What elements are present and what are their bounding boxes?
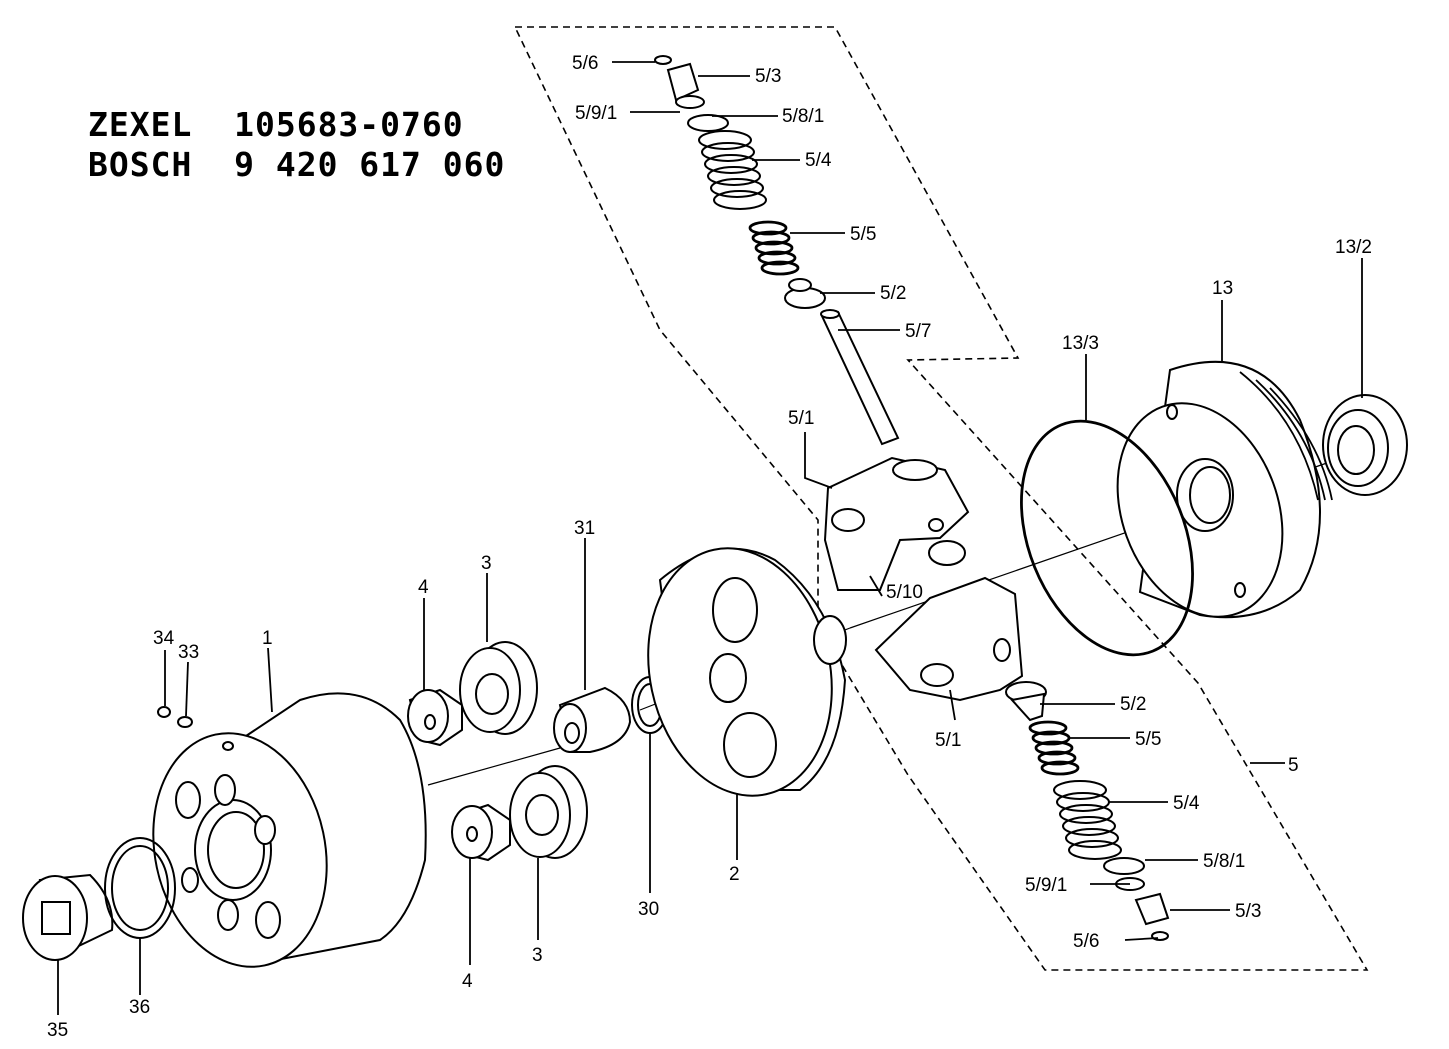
label-3-bottom: 3 <box>532 945 543 966</box>
label-34: 34 <box>153 628 175 649</box>
label-5-1-top: 5/1 <box>788 408 814 429</box>
label-5-9-1-top: 5/9/1 <box>575 103 617 124</box>
roller-holder-lower <box>874 576 1024 702</box>
header-line-1: ZEXEL 105683-0760 <box>88 108 464 141</box>
label-5-6-top: 5/6 <box>572 53 598 74</box>
label-31: 31 <box>574 518 595 539</box>
label-5-8-1-bottom: 5/8/1 <box>1203 851 1245 872</box>
brand-bosch: BOSCH <box>88 145 193 184</box>
axis-line-left <box>427 747 561 786</box>
brand-zexel: ZEXEL <box>88 105 193 144</box>
label-5-5-bottom: 5/5 <box>1135 729 1161 750</box>
part-5-10-washer <box>928 540 966 566</box>
label-5-3-top: 5/3 <box>755 66 781 87</box>
label-5-1-bottom: 5/1 <box>935 730 961 751</box>
label-36: 36 <box>129 997 150 1018</box>
label-4-top: 4 <box>418 577 429 598</box>
plate-2 <box>647 547 847 797</box>
label-5-4-bottom: 5/4 <box>1173 793 1200 814</box>
label-5-7: 5/7 <box>905 321 931 342</box>
label-5-6-bottom: 5/6 <box>1073 931 1099 952</box>
label-1: 1 <box>262 628 273 649</box>
label-13-3: 13/3 <box>1062 333 1099 354</box>
leader-lines <box>57 61 1363 1015</box>
header-line-2: BOSCH 9 420 617 060 <box>88 148 505 181</box>
housing-1 <box>152 692 427 968</box>
part-4-lower <box>451 803 511 862</box>
label-3-top: 3 <box>481 553 492 574</box>
label-5-5-top: 5/5 <box>850 224 876 245</box>
label-2: 2 <box>729 864 740 885</box>
roller-holder-upper <box>823 456 970 591</box>
label-13: 13 <box>1212 278 1233 299</box>
bearing-13-2 <box>1322 394 1408 496</box>
sleeve-31 <box>553 686 632 753</box>
part-number-bosch: 9 420 617 060 <box>234 145 506 184</box>
part-3-upper <box>459 641 538 735</box>
label-5-4-top: 5/4 <box>805 150 832 171</box>
part-34 <box>157 706 171 718</box>
label-30: 30 <box>638 899 659 920</box>
part-number-zexel: 105683-0760 <box>234 105 464 144</box>
plug-35 <box>22 873 114 961</box>
part-33 <box>177 716 193 728</box>
label-5-8-1-top: 5/8/1 <box>782 106 824 127</box>
label-35: 35 <box>47 1020 68 1041</box>
label-33: 33 <box>178 642 199 663</box>
label-5-2-top: 5/2 <box>880 283 906 304</box>
part-3-lower <box>509 765 588 859</box>
label-5: 5 <box>1288 755 1299 776</box>
label-4-bottom: 4 <box>462 971 473 992</box>
upper-valve-stack <box>654 55 900 446</box>
label-5-10: 5/10 <box>886 582 923 603</box>
part-4-upper <box>407 688 463 747</box>
label-5-2-bottom: 5/2 <box>1120 694 1146 715</box>
label-5-9-1-bottom: 5/9/1 <box>1025 875 1067 896</box>
cover-13 <box>1116 360 1333 619</box>
o-ring-13-3 <box>1020 419 1194 657</box>
label-5-3-bottom: 5/3 <box>1235 901 1261 922</box>
label-13-2: 13/2 <box>1335 237 1372 258</box>
lower-valve-stack <box>1005 681 1170 941</box>
